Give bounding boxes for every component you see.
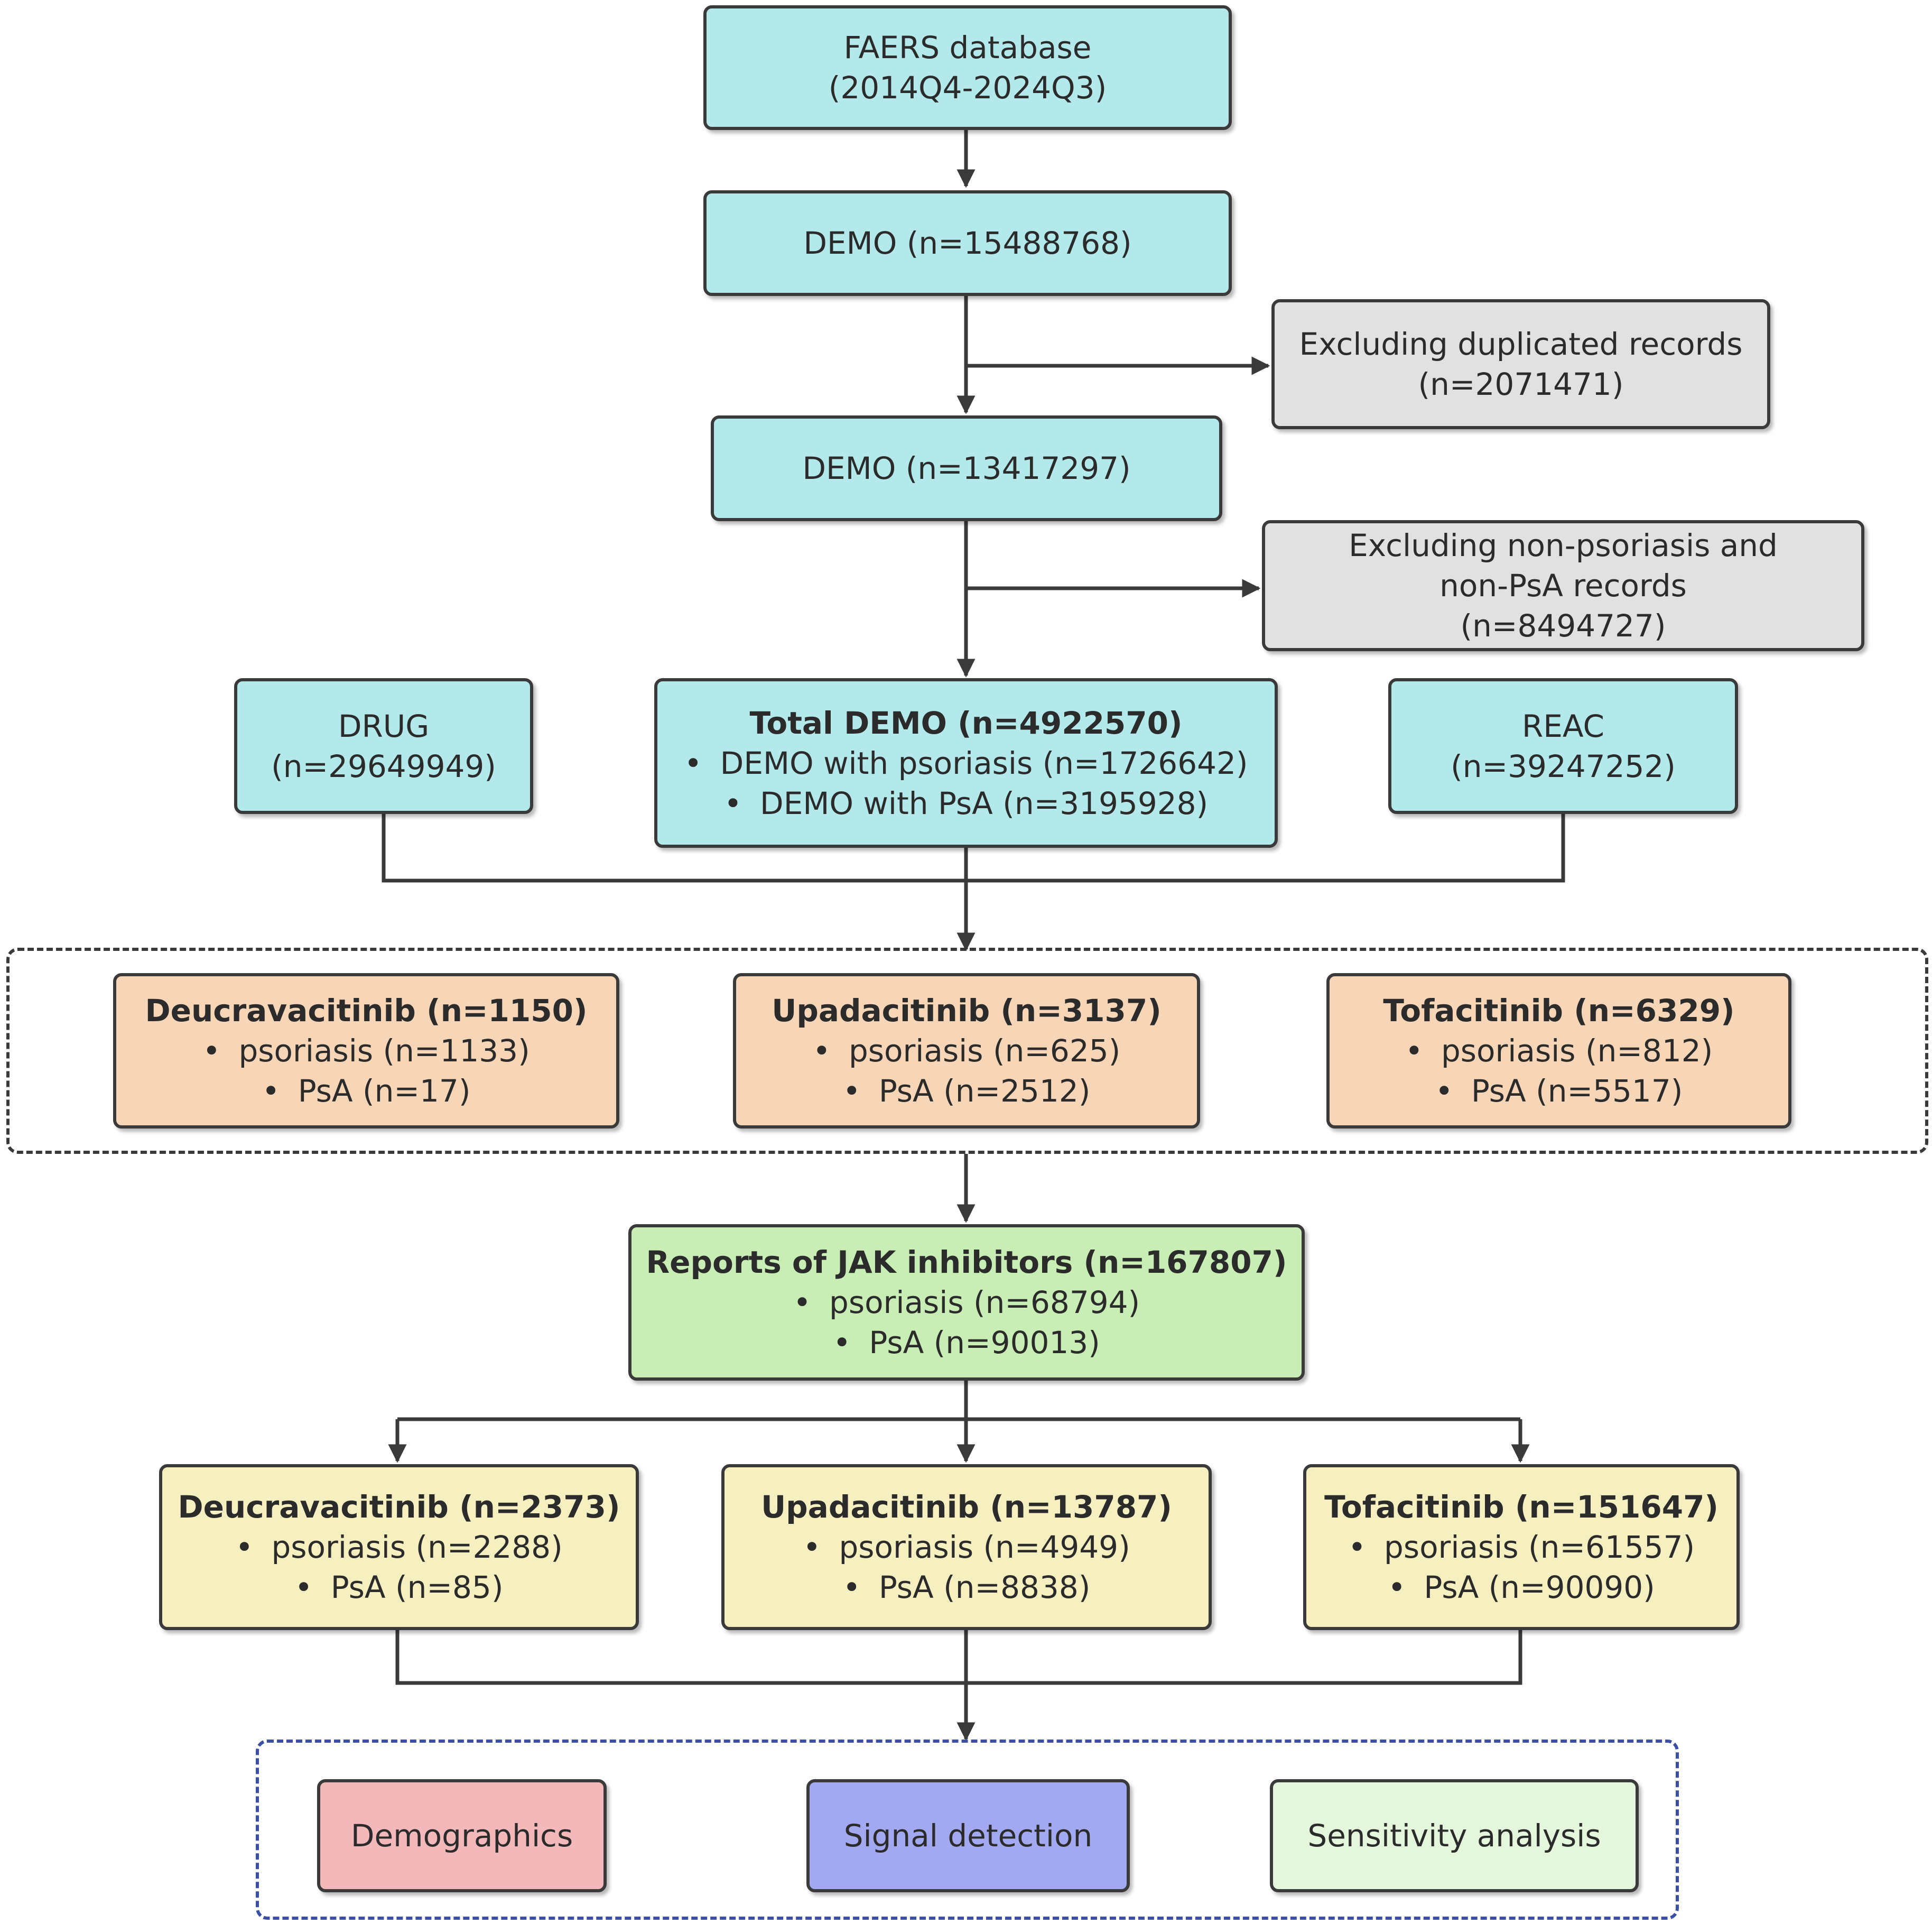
drug-count-title: Upadacitinib (n=3137) bbox=[772, 993, 1162, 1029]
jak-reports-title: Reports of JAK inhibitors (n=167807) bbox=[646, 1244, 1287, 1280]
drug-table-name: DRUG bbox=[338, 708, 430, 744]
faers-title: FAERS database bbox=[843, 30, 1092, 66]
demo-dedup-label: DEMO (n=13417297) bbox=[802, 450, 1131, 486]
total-demo-psoriasis: DEMO with psoriasis (n=1726642) bbox=[684, 743, 1248, 783]
sensitivity-analysis-box: Sensitivity analysis bbox=[1270, 1779, 1639, 1892]
reac-table-count: (n=39247252) bbox=[1451, 748, 1676, 784]
drug-count-deucravacitinib: Deucravacitinib (n=1150) psoriasis (n=11… bbox=[113, 973, 619, 1128]
analyses-group bbox=[256, 1740, 1679, 1920]
drug-report-tofacitinib: Tofacitinib (n=151647) psoriasis (n=6155… bbox=[1303, 1464, 1740, 1630]
drug-report-title: Tofacitinib (n=151647) bbox=[1324, 1489, 1719, 1525]
drug-count-title: Tofacitinib (n=6329) bbox=[1383, 993, 1735, 1029]
drug-report-deucravacitinib: Deucravacitinib (n=2373) psoriasis (n=22… bbox=[159, 1464, 639, 1630]
drug-report-psa: PsA (n=90090) bbox=[1388, 1567, 1655, 1607]
drug-table-box: DRUG (n=29649949) bbox=[234, 678, 533, 814]
sensitivity-analysis-label: Sensitivity analysis bbox=[1307, 1818, 1601, 1854]
total-demo-psa: DEMO with PsA (n=3195928) bbox=[724, 783, 1208, 824]
drug-count-psa: PsA (n=5517) bbox=[1435, 1071, 1683, 1111]
connector-drug-to-merge bbox=[382, 814, 1565, 883]
demo-raw-label: DEMO (n=15488768) bbox=[803, 225, 1132, 261]
total-demo-box: Total DEMO (n=4922570) DEMO with psorias… bbox=[654, 678, 1278, 848]
jak-reports-psoriasis: psoriasis (n=68794) bbox=[793, 1282, 1140, 1322]
drug-count-tofacitinib: Tofacitinib (n=6329) psoriasis (n=812) P… bbox=[1326, 973, 1791, 1128]
drug-counts-group bbox=[6, 948, 1928, 1154]
demo-dedup-box: DEMO (n=13417297) bbox=[711, 415, 1222, 521]
exclude-duplicates-box: Excluding duplicated records (n=2071471) bbox=[1271, 299, 1770, 429]
drug-report-psoriasis: psoriasis (n=4949) bbox=[803, 1527, 1130, 1567]
demographics-box: Demographics bbox=[317, 1779, 607, 1892]
total-demo-title: Total DEMO (n=4922570) bbox=[749, 705, 1183, 741]
exclude-nonpsoriasis-line2: non-PsA records bbox=[1439, 568, 1687, 604]
drug-count-psa: PsA (n=17) bbox=[262, 1071, 471, 1111]
drug-report-upadacitinib: Upadacitinib (n=13787) psoriasis (n=4949… bbox=[721, 1464, 1212, 1630]
faers-period: (2014Q4-2024Q3) bbox=[828, 70, 1107, 106]
drug-report-psa: PsA (n=8838) bbox=[843, 1567, 1091, 1607]
demographics-label: Demographics bbox=[350, 1818, 573, 1854]
drug-count-upadacitinib: Upadacitinib (n=3137) psoriasis (n=625) … bbox=[733, 973, 1200, 1128]
exclude-duplicates-count: (n=2071471) bbox=[1418, 366, 1624, 402]
drug-report-title: Deucravacitinib (n=2373) bbox=[178, 1489, 620, 1525]
drug-report-psoriasis: psoriasis (n=2288) bbox=[235, 1527, 562, 1567]
jak-inhibitor-reports-box: Reports of JAK inhibitors (n=167807) pso… bbox=[628, 1224, 1305, 1381]
jak-reports-psa: PsA (n=90013) bbox=[833, 1322, 1100, 1363]
drug-count-psoriasis: psoriasis (n=1133) bbox=[202, 1031, 530, 1071]
faers-database-box: FAERS database (2014Q4-2024Q3) bbox=[703, 5, 1232, 130]
drug-report-psa: PsA (n=85) bbox=[295, 1567, 504, 1607]
exclude-duplicates-text: Excluding duplicated records bbox=[1299, 326, 1743, 362]
exclude-nonpsoriasis-box: Excluding non-psoriasis and non-PsA reco… bbox=[1262, 520, 1864, 651]
demo-raw-box: DEMO (n=15488768) bbox=[703, 190, 1232, 296]
reac-table-name: REAC bbox=[1521, 708, 1605, 744]
signal-detection-box: Signal detection bbox=[806, 1779, 1130, 1892]
exclude-nonpsoriasis-count: (n=8494727) bbox=[1460, 608, 1666, 644]
connector-reports-merge bbox=[395, 1630, 1522, 1685]
drug-report-psoriasis: psoriasis (n=61557) bbox=[1348, 1527, 1695, 1567]
drug-count-psoriasis: psoriasis (n=625) bbox=[813, 1031, 1120, 1071]
drug-count-psoriasis: psoriasis (n=812) bbox=[1405, 1031, 1713, 1071]
exclude-nonpsoriasis-line1: Excluding non-psoriasis and bbox=[1349, 528, 1778, 563]
signal-detection-label: Signal detection bbox=[843, 1818, 1093, 1854]
reac-table-box: REAC (n=39247252) bbox=[1388, 678, 1738, 814]
drug-count-title: Deucravacitinib (n=1150) bbox=[145, 993, 588, 1029]
drug-table-count: (n=29649949) bbox=[271, 748, 496, 784]
drug-count-psa: PsA (n=2512) bbox=[843, 1071, 1091, 1111]
drug-report-title: Upadacitinib (n=13787) bbox=[761, 1489, 1172, 1525]
